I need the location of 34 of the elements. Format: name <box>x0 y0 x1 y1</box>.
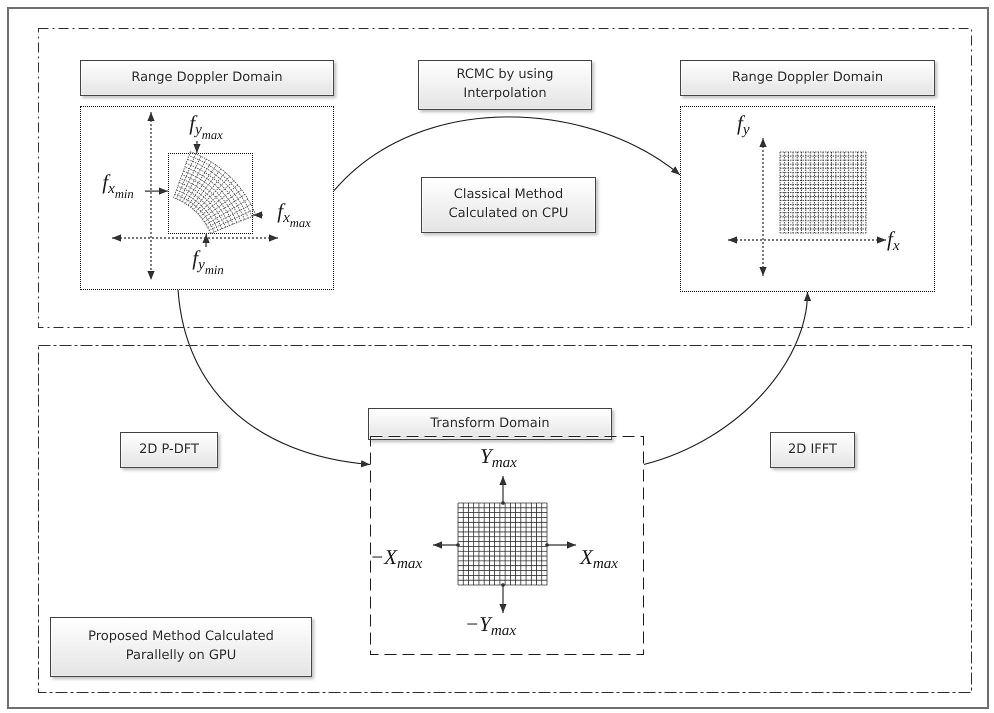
plot-area <box>80 106 334 290</box>
label-box <box>80 60 334 96</box>
leader-arrow <box>202 234 210 248</box>
dash-dot-panel <box>38 345 972 693</box>
box-text: Proposed Method Calculated Parallelly on GPU <box>87 628 275 665</box>
curved-arrow <box>177 290 370 467</box>
axis-label: X$_{max}$ <box>580 547 618 572</box>
box-text: RCMC by using Interpolation <box>455 66 555 103</box>
leader-arrow <box>145 187 168 195</box>
plot-area <box>680 106 935 292</box>
plot-area <box>370 436 644 655</box>
label-box <box>120 432 218 468</box>
axis-label: Y$_{max}$ <box>480 446 517 471</box>
label-box <box>418 60 592 110</box>
label-box <box>770 432 855 468</box>
box-text: Transform Domain <box>430 414 550 433</box>
box-text: 2D P-DFT <box>139 440 199 459</box>
dash-dot-panel <box>38 28 972 328</box>
label-box <box>50 617 312 677</box>
axis-label: f$_{y}$ <box>737 113 750 138</box>
box-text: Range Doppler Domain <box>131 68 283 87</box>
box-text: Classical Method Calculated on CPU <box>448 186 570 223</box>
label-box <box>368 408 612 440</box>
box-text: 2D IFFT <box>788 440 837 459</box>
leader-arrow <box>193 141 201 153</box>
box-text: Range Doppler Domain <box>732 68 884 87</box>
axis-label: f$_{x}$ <box>887 229 900 254</box>
curved-arrow <box>334 116 680 192</box>
label-box <box>421 177 596 233</box>
label-box <box>680 60 935 96</box>
leader-arrow <box>253 211 263 219</box>
axis-label: −Y$_{max}$ <box>465 614 516 639</box>
curved-arrow <box>644 292 810 466</box>
axis-label: −X$_{max}$ <box>370 547 422 572</box>
